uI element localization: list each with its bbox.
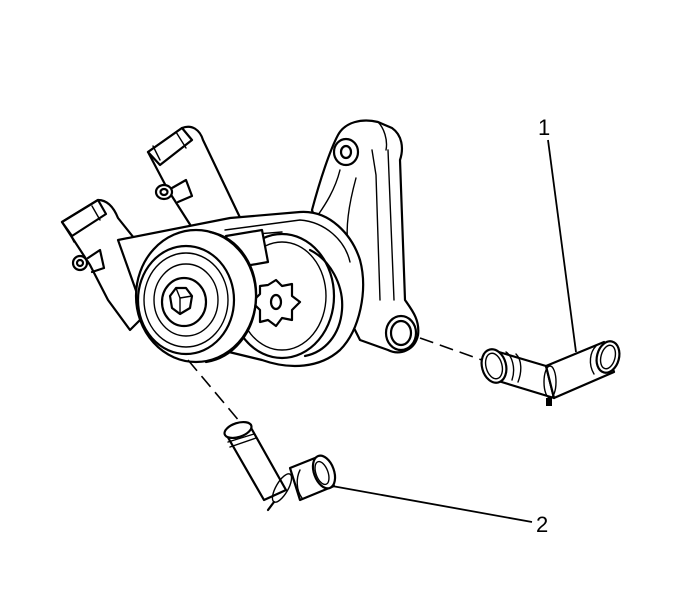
callout-1: 1 (538, 115, 551, 140)
alignment-line-1 (419, 337, 483, 361)
leader-line-1 (547, 139, 577, 353)
idler-pulley (134, 228, 258, 364)
callout-2: 2 (536, 512, 549, 537)
elbow-pipe-2 (223, 420, 337, 512)
alignment-line-2 (187, 359, 241, 423)
left-pipe-neck (60, 198, 152, 332)
leader-line-2 (331, 485, 533, 523)
elbow-pipe-1 (480, 340, 621, 406)
